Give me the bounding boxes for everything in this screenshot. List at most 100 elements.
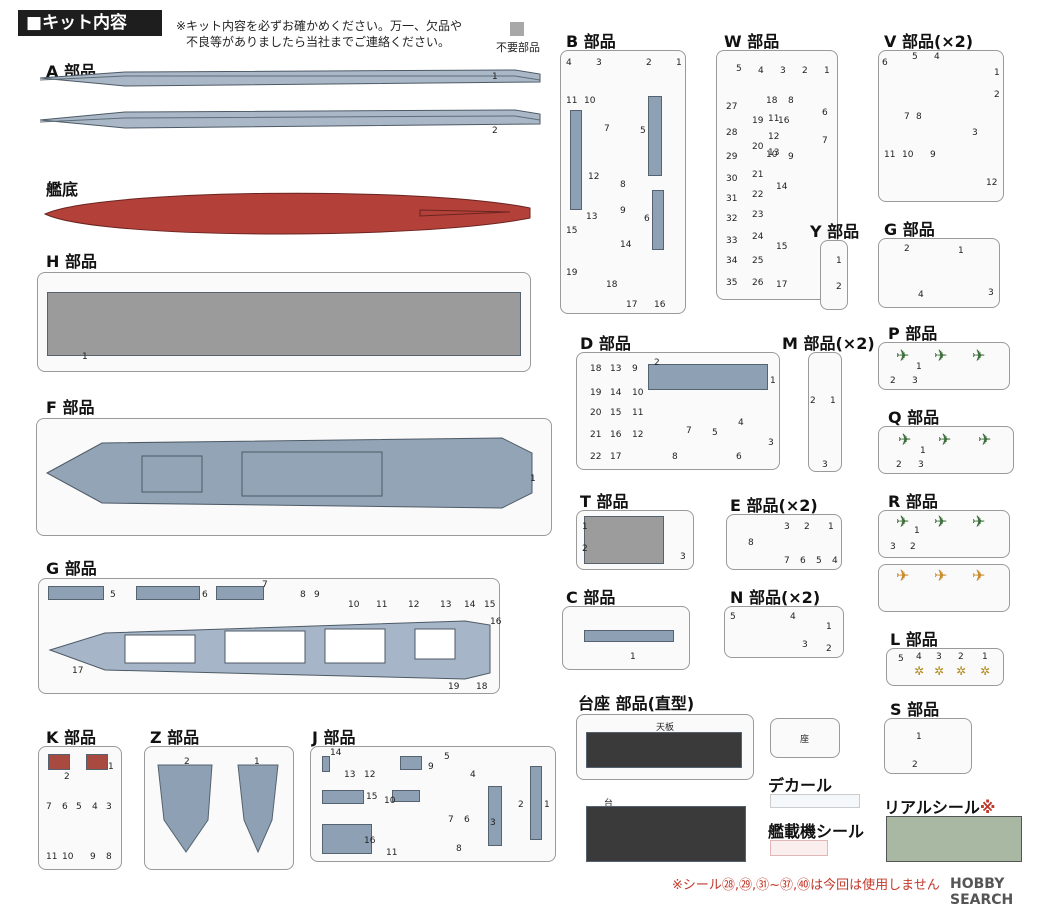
l-parts-tray (886, 648, 1004, 686)
j-num-3: 3 (490, 818, 496, 828)
label-h-parts: H 部品 (46, 252, 97, 271)
g-parts-small-tray (878, 238, 1000, 308)
z-num-2: 2 (184, 757, 190, 767)
g-num-11: 11 (376, 600, 388, 610)
w-num-27: 27 (726, 102, 738, 112)
s-num-1: 1 (916, 732, 922, 742)
d-num-9: 9 (632, 364, 638, 374)
w-num-6: 6 (822, 108, 828, 118)
d-num-13: 13 (610, 364, 622, 374)
d-num-16: 16 (610, 430, 622, 440)
label-t-parts: T 部品 (580, 492, 629, 511)
w-num-19: 19 (752, 116, 764, 126)
w-num-13: 13 (768, 148, 780, 158)
l-num-4: 4 (916, 652, 922, 662)
j-part-10 (392, 790, 420, 802)
label-z-parts: Z 部品 (150, 728, 200, 747)
l-num-1: 1 (982, 652, 988, 662)
j-part-3 (488, 786, 502, 846)
n-num-2: 2 (826, 644, 832, 654)
w-num-12: 12 (768, 132, 780, 142)
y-parts-tray (820, 240, 848, 310)
w-num-8: 8 (788, 96, 794, 106)
v-num-9: 9 (930, 150, 936, 160)
r-plane-green-2: ✈ (934, 512, 948, 531)
d-num-11: 11 (632, 408, 644, 418)
w-num-18: 18 (766, 96, 778, 106)
footer-sticker-note: ※シール㉘,㉙,㉛~㊲,㊵は今回は使用しません (672, 878, 940, 893)
j-part-9 (400, 756, 422, 770)
w-num-22: 22 (752, 190, 764, 200)
e-num-7: 7 (784, 556, 790, 566)
k-num-10: 10 (62, 852, 74, 862)
w-num-26: 26 (752, 278, 764, 288)
b-num-13: 13 (586, 212, 598, 222)
w-num-14: 14 (776, 182, 788, 192)
d-num-10: 10 (632, 388, 644, 398)
v-num-5: 5 (912, 52, 918, 62)
p-num-3: 3 (912, 376, 918, 386)
label-w-parts: W 部品 (724, 32, 780, 51)
g-part-5 (48, 586, 104, 600)
d-num-17: 17 (610, 452, 622, 462)
b-part-12 (570, 110, 582, 210)
b-num-1: 1 (676, 58, 682, 68)
stand-base-label: 台 (604, 799, 614, 809)
k-num-2: 2 (64, 772, 70, 782)
j-num-8: 8 (456, 844, 462, 854)
w-num-31: 31 (726, 194, 738, 204)
m-num-1: 1 (830, 396, 836, 406)
g-num-9: 9 (314, 590, 320, 600)
b-num-8: 8 (620, 180, 626, 190)
w-num-20: 20 (752, 142, 764, 152)
v-num-12: 12 (986, 178, 998, 188)
w-num-23: 23 (752, 210, 764, 220)
g-num-10: 10 (348, 600, 360, 610)
g-num-7: 7 (262, 580, 268, 590)
t-num-1: 1 (582, 522, 588, 532)
y-num-2: 2 (836, 282, 842, 292)
hull-bottom-part (43, 192, 531, 235)
j-num-11: 11 (386, 848, 398, 858)
g-num-6: 6 (202, 590, 208, 600)
b-num-17: 17 (626, 300, 638, 310)
a-parts-hull-sides (39, 69, 541, 129)
t-num-2: 2 (582, 544, 588, 554)
d-num-15: 15 (610, 408, 622, 418)
d-num-2: 2 (654, 358, 660, 368)
m-num-2: 2 (810, 396, 816, 406)
label-decal: デカール (768, 776, 833, 795)
w-num-35: 35 (726, 278, 738, 288)
g-part-6 (136, 586, 200, 600)
b-num-12: 12 (588, 172, 600, 182)
v-num-2: 2 (994, 90, 1000, 100)
r-plane-green-3: ✈ (972, 512, 986, 531)
label-aircraft-sticker: 艦載機シール (768, 822, 865, 841)
w-num-24: 24 (752, 232, 764, 242)
l-num-5: 5 (898, 654, 904, 664)
e-parts-tray (726, 514, 842, 570)
unneeded-swatch (510, 22, 524, 36)
w-num-1: 1 (824, 66, 830, 76)
w-num-9: 9 (788, 152, 794, 162)
l-part-2-propeller-icon: ✲ (956, 664, 967, 678)
b-num-2: 2 (646, 58, 652, 68)
b-part-5 (648, 96, 662, 176)
v-num-4: 4 (934, 52, 940, 62)
d-num-1: 1 (770, 376, 776, 386)
z-num-1: 1 (254, 757, 260, 767)
g-num-5: 5 (110, 590, 116, 600)
h-part-flight-deck (47, 292, 521, 356)
g-small-num-3: 3 (988, 288, 994, 298)
h-part-number-1: 1 (82, 352, 88, 362)
v-num-11: 11 (884, 150, 896, 160)
w-num-25: 25 (752, 256, 764, 266)
e-num-1: 1 (828, 522, 834, 532)
j-part-15 (322, 790, 364, 804)
j-num-15: 15 (366, 792, 378, 802)
j-part-14 (322, 756, 330, 772)
q-plane-1: ✈ (898, 430, 912, 449)
g-num-16: 16 (490, 617, 502, 627)
k-num-11: 11 (46, 852, 58, 862)
d-num-5: 5 (712, 428, 718, 438)
